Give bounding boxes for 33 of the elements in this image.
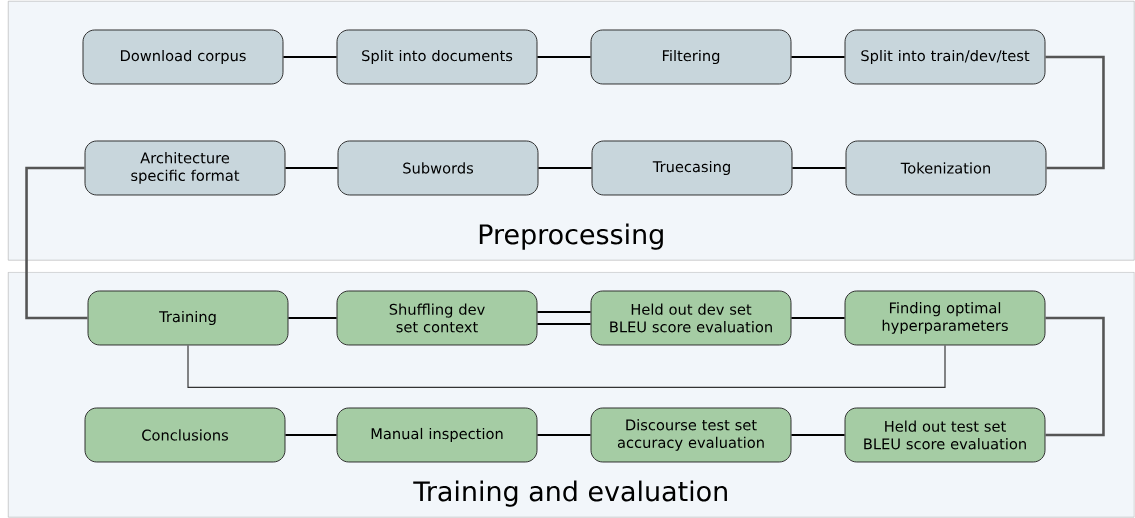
process-box: Shuffling dev set context: [336, 290, 538, 346]
process-box: Tokenization: [845, 140, 1047, 196]
connector-line: [25, 166, 88, 320]
process-box: Conclusions: [84, 407, 286, 463]
connector-line: [282, 56, 338, 58]
process-box: Held out dev set BLEU score evaluation: [590, 290, 792, 346]
connector-line: [790, 434, 846, 436]
connector-line: [536, 434, 592, 436]
process-box: Split into train/dev/test: [844, 29, 1046, 85]
process-box: Discourse test set accuracy evaluation: [590, 407, 792, 463]
connector-line: [791, 167, 847, 169]
connector-line: [537, 167, 593, 169]
process-box: Architecture specific format: [84, 140, 286, 196]
process-box: Finding optimal hyperparameters: [844, 290, 1046, 346]
connector-line: [536, 311, 592, 313]
connector-line: [790, 56, 846, 58]
process-box: Subwords: [337, 140, 539, 196]
process-box: Held out test set BLEU score evaluation: [844, 407, 1046, 463]
connector-line: [536, 56, 592, 58]
connector-line: [790, 317, 846, 319]
connector-line: [284, 167, 339, 169]
connector-line: [1045, 55, 1105, 170]
connector-line: [1045, 316, 1105, 437]
connector-line: [187, 344, 946, 389]
connector-line: [287, 317, 338, 319]
process-box: Split into documents: [336, 29, 538, 85]
process-box: Training: [87, 290, 289, 346]
process-box: Filtering: [590, 29, 792, 85]
process-box: Truecasing: [591, 140, 793, 196]
connector-line: [284, 434, 338, 436]
connector-line: [536, 323, 592, 325]
process-box: Manual inspection: [336, 407, 538, 463]
process-box: Download corpus: [82, 29, 284, 85]
